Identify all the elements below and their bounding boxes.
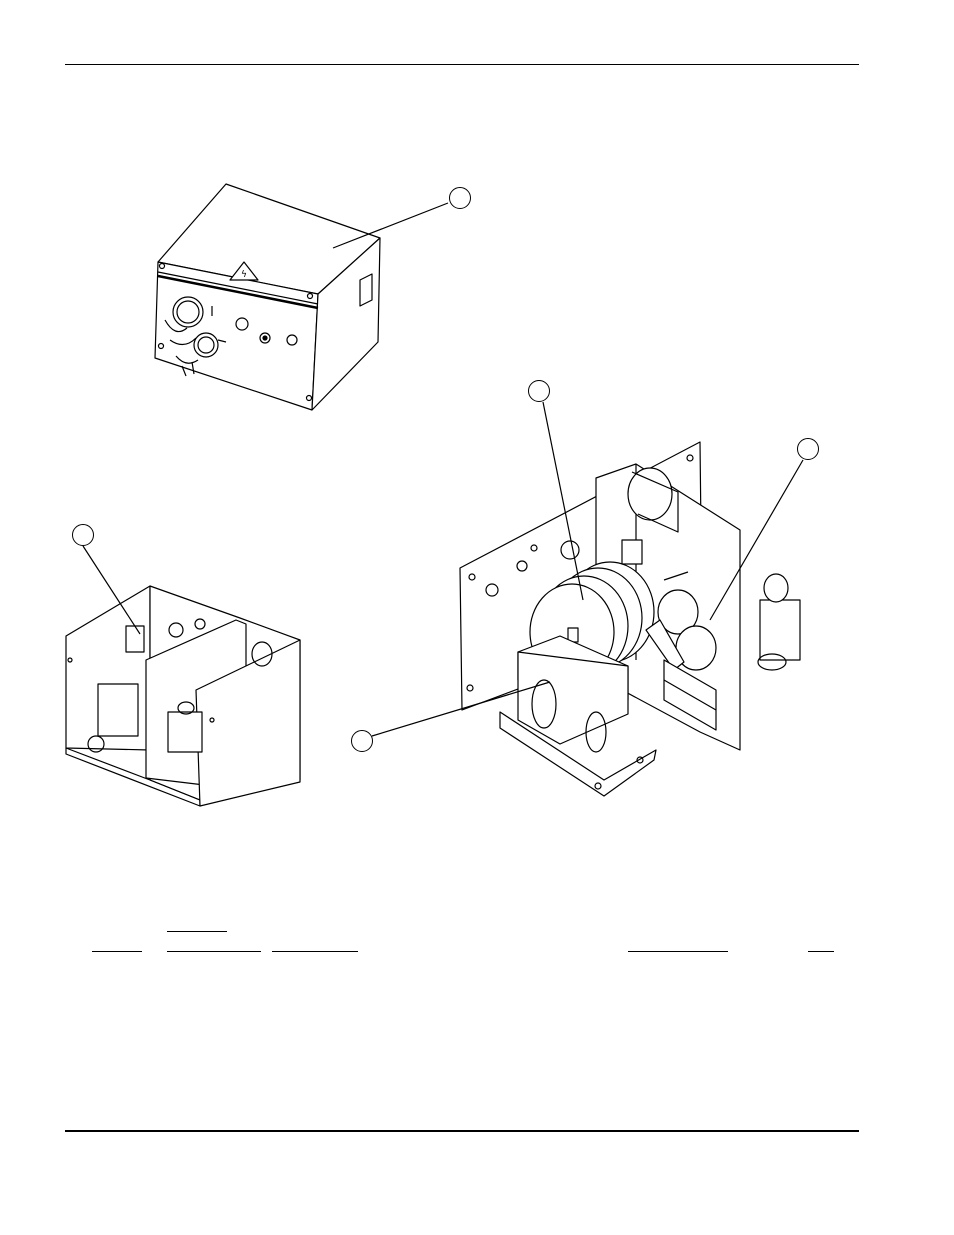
column-header-item: [92, 951, 142, 952]
leader-line-drive-assembly: [543, 402, 583, 600]
leader-line-wire-feed-rolls: [710, 460, 803, 620]
callout-enclosure: [449, 187, 471, 209]
leader-line-relay-panel: [83, 546, 140, 634]
column-header-reference: [628, 951, 728, 952]
callout-wire-feed-rolls: [797, 438, 819, 460]
callout-transformer: [351, 730, 373, 752]
column-header-part-number: [167, 951, 261, 952]
header-rule: [65, 64, 859, 65]
leader-line-transformer: [372, 682, 550, 736]
relay-panel-drawing: [66, 586, 300, 806]
drive-assembly-drawing: [460, 442, 800, 796]
callout-drive-assembly: [528, 380, 550, 402]
callout-relay-panel: [72, 524, 94, 546]
column-header-description: [272, 951, 358, 952]
leader-line-enclosure: [333, 203, 448, 248]
column-header-qty: [808, 951, 834, 952]
column-header-group-line: [167, 931, 227, 932]
enclosure-drawing: ϟ: [155, 184, 380, 410]
svg-text:ϟ: ϟ: [241, 270, 247, 280]
footer-rule: [65, 1130, 859, 1132]
